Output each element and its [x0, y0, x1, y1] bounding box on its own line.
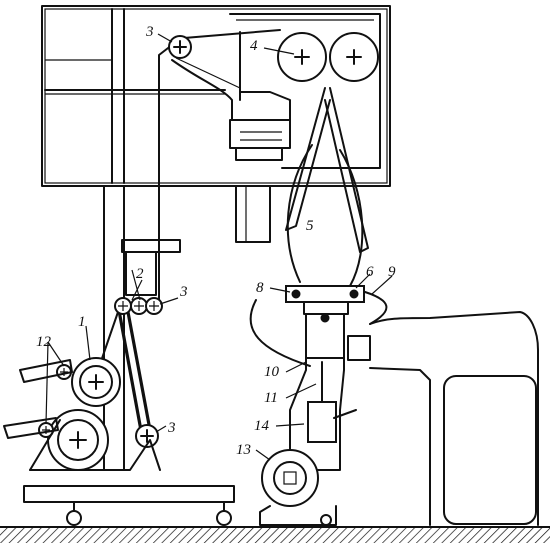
upper-frame	[41, 5, 391, 187]
take-up-motor	[259, 449, 337, 526]
filament-bundle	[285, 87, 369, 287]
callout-10: 10	[264, 364, 280, 380]
leader-lines	[45, 33, 393, 461]
callout-3-top: 3	[145, 24, 154, 40]
callout-14: 14	[254, 418, 270, 434]
spinneret-block	[285, 285, 365, 315]
winding-bobbins	[3, 357, 121, 471]
mid-guide-rollers	[114, 269, 163, 315]
top-guide-roller	[168, 35, 192, 59]
callout-1: 1	[78, 314, 86, 330]
callout-6: 6	[366, 264, 374, 280]
callout-13: 13	[236, 442, 251, 458]
callout-4: 4	[250, 38, 258, 54]
lower-guide-roller	[135, 424, 159, 448]
callout-3-mid: 3	[179, 284, 188, 300]
callout-5: 5	[306, 218, 314, 234]
air-duct	[249, 291, 539, 526]
bobbin-stand	[23, 419, 235, 526]
callout-3-low: 3	[167, 420, 176, 436]
callout-11: 11	[264, 390, 278, 406]
callout-12: 12	[36, 334, 52, 350]
vertical-shaft	[235, 185, 271, 243]
inner-chamber	[229, 13, 381, 169]
callout-2: 2	[136, 266, 144, 282]
spinning-chamber	[289, 313, 371, 471]
drawing-rolls	[277, 32, 379, 82]
floor-ground	[0, 526, 550, 543]
callout-9: 9	[388, 264, 396, 280]
drive-head	[171, 59, 291, 161]
frame-column	[103, 185, 181, 471]
callout-8: 8	[256, 280, 264, 296]
